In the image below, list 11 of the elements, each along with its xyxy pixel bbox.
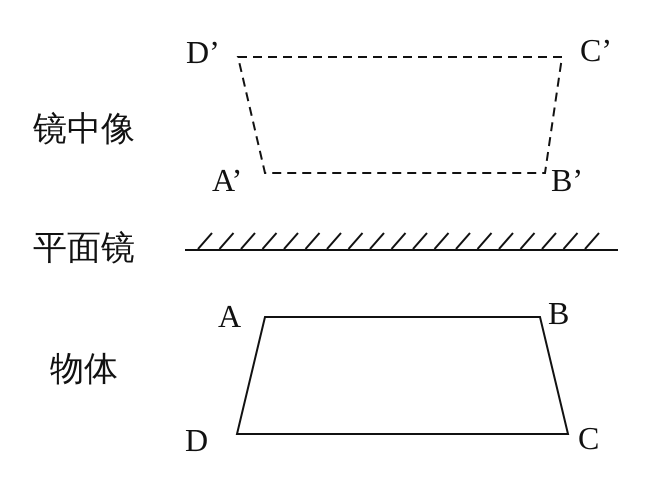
vertex-label: B’: [551, 164, 583, 196]
vertex-label: D’: [186, 36, 220, 68]
caption-label: 平面镜: [33, 231, 135, 265]
vertex-label: A’: [212, 164, 242, 196]
caption-label: 镜中像: [33, 112, 135, 146]
vertex-label: A: [218, 300, 242, 332]
vertex-label: D: [185, 424, 208, 456]
vertex-label: C’: [580, 34, 612, 66]
caption-label: 物体: [50, 352, 118, 386]
vertex-label: B: [548, 297, 570, 329]
vertex-label: C: [578, 422, 600, 454]
